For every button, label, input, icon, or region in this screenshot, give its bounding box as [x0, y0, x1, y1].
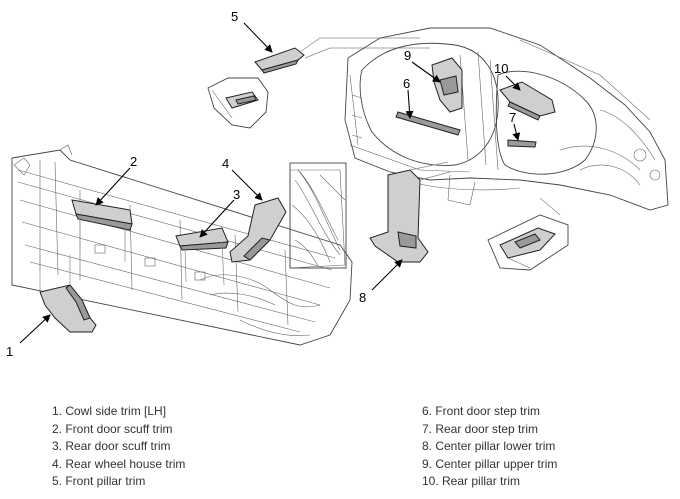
callout-number-7: 7 — [509, 110, 516, 125]
legend-right-column: 6. Front door step trim 7. Rear door ste… — [422, 403, 557, 491]
callout-number-3: 3 — [233, 187, 240, 202]
part-front-pillar-trim — [207, 37, 430, 129]
callout-number-5: 5 — [231, 9, 238, 24]
callout-leader-5 — [243, 22, 273, 53]
callout-leader-8 — [371, 259, 403, 291]
legend-item-3: 3. Rear door scuff trim — [52, 439, 171, 454]
callout-leader-4 — [231, 169, 263, 201]
part-cowl-side-trim — [39, 255, 97, 333]
legend-item-2: 2. Front door scuff trim — [52, 421, 173, 436]
part-rear-wheel-house-trim — [229, 197, 287, 263]
callout-leader-6 — [405, 89, 414, 119]
callout-number-9: 9 — [404, 48, 411, 63]
callout-number-6: 6 — [403, 76, 410, 91]
legend-item-7: 7. Rear door step trim — [422, 421, 539, 436]
floor-assembly — [11, 144, 353, 346]
legend-item-5: 5. Front pillar trim — [52, 474, 146, 489]
callout-number-4: 4 — [222, 156, 229, 171]
part-rear-door-scuff-trim — [175, 227, 229, 286]
part-rear-door-step-trim — [507, 139, 537, 148]
callout-number-2: 2 — [130, 154, 137, 169]
callout-number-10: 10 — [494, 61, 508, 76]
callout-leader-1 — [19, 314, 51, 344]
callout-number-8: 8 — [359, 290, 366, 305]
callout-leader-7 — [512, 123, 521, 141]
car-body — [344, 27, 669, 211]
legend-item-4: 4. Rear wheel house trim — [52, 456, 186, 471]
callout-labels: 1 2 3 4 5 6 7 8 9 10 — [6, 9, 516, 359]
callout-leader-3 — [199, 199, 235, 238]
legend-item-6: 6. Front door step trim — [422, 404, 541, 418]
callout-leader-9 — [411, 61, 441, 83]
callout-number-1: 1 — [6, 344, 13, 359]
part-center-pillar-upper-trim — [431, 57, 463, 113]
part-front-door-scuff-trim — [71, 199, 133, 262]
parts-diagram: 1 2 3 4 5 6 7 8 9 10 — [6, 9, 669, 359]
callout-leader-10 — [505, 75, 521, 91]
legend-item-8: 8. Center pillar lower trim — [422, 439, 556, 454]
legend-item-9: 9. Center pillar upper trim — [422, 456, 558, 471]
callout-leaders — [19, 22, 521, 344]
legend-left-column: 1. Cowl side trim [LH] 2. Front door scu… — [52, 403, 185, 491]
door-panel-inset — [487, 197, 569, 271]
part-front-door-step-trim — [395, 111, 461, 136]
part-center-pillar-lower-trim — [369, 161, 451, 263]
legend-item-1: 1. Cowl side trim [LH] — [52, 404, 167, 418]
wheel-house-inset — [289, 162, 347, 269]
callout-leader-2 — [95, 167, 131, 206]
legend-item-10: 10. Rear pillar trim — [422, 474, 521, 489]
